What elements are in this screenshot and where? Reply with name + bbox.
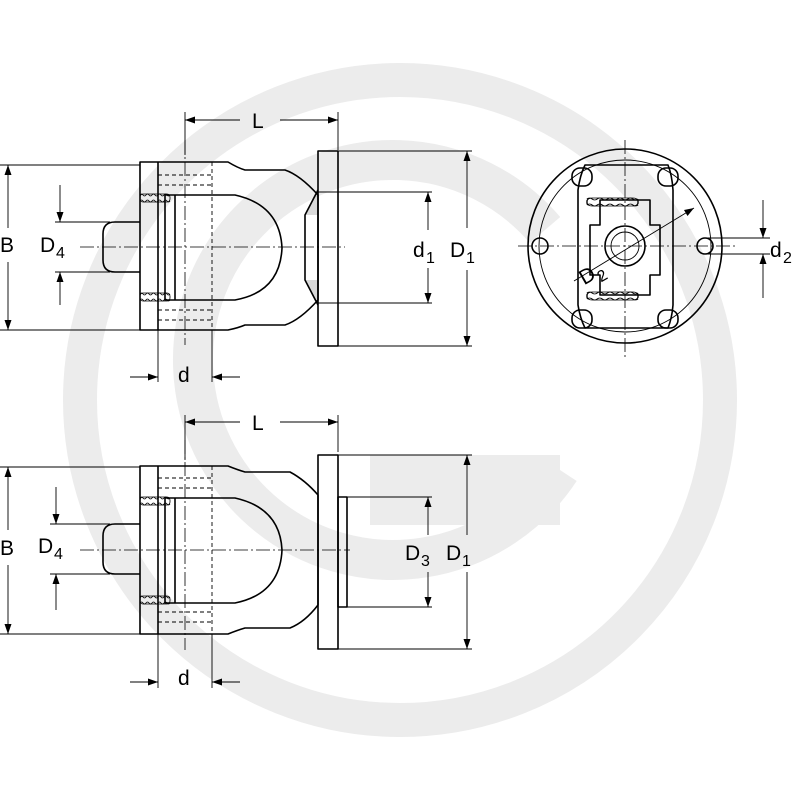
dim-label-d: d [178, 364, 190, 387]
svg-text:1: 1 [466, 250, 475, 267]
center-bore [604, 225, 646, 267]
svg-text:d: d [413, 239, 425, 262]
svg-text:D: D [405, 542, 420, 565]
top-side-view: L B D 4 d d [0, 110, 475, 387]
dim-label-D3: D 3 [405, 542, 430, 570]
yoke-opening [164, 497, 283, 604]
bolt-hole-left [531, 237, 549, 255]
stub-shaft [102, 221, 140, 273]
flange-spigot [337, 496, 348, 608]
dim-label-D1: D 1 [446, 542, 471, 570]
cross-body [589, 199, 661, 296]
yoke-opening [164, 194, 283, 301]
dim-label-L: L [252, 412, 264, 435]
bottom-side-view: L B D 4 d D [0, 412, 472, 690]
stub-shaft [102, 523, 140, 575]
dim-label-L: L [252, 110, 264, 133]
dim-label-B: B [0, 234, 14, 257]
svg-text:4: 4 [56, 245, 65, 262]
svg-text:D: D [446, 542, 461, 565]
dim-label-D2: D 2 [575, 262, 611, 290]
dim-label-d: d [178, 667, 190, 690]
circle-g-logo-watermark [63, 63, 737, 737]
flange-bolt-circle [538, 159, 712, 333]
flange-outer-circle [527, 148, 723, 344]
svg-text:2: 2 [783, 250, 792, 267]
flange-bore [304, 189, 319, 306]
flange-plate [317, 150, 339, 347]
svg-text:D: D [38, 535, 53, 558]
svg-text:1: 1 [426, 250, 435, 267]
dim-label-D4: D 4 [40, 234, 65, 262]
dim-label-d1: d 1 [413, 239, 435, 267]
svg-text:1: 1 [462, 553, 471, 570]
svg-text:D: D [450, 239, 465, 262]
svg-text:D: D [40, 234, 55, 257]
dim-label-B: B [0, 537, 14, 560]
svg-text:3: 3 [421, 553, 430, 570]
flange-end-view: D 2 d 2 [518, 140, 792, 358]
dim-label-D1: D 1 [450, 239, 475, 267]
svg-text:4: 4 [54, 546, 63, 563]
dim-label-D4: D 4 [38, 535, 63, 563]
svg-text:d: d [770, 239, 782, 262]
dim-label-d2: d 2 [770, 239, 792, 267]
